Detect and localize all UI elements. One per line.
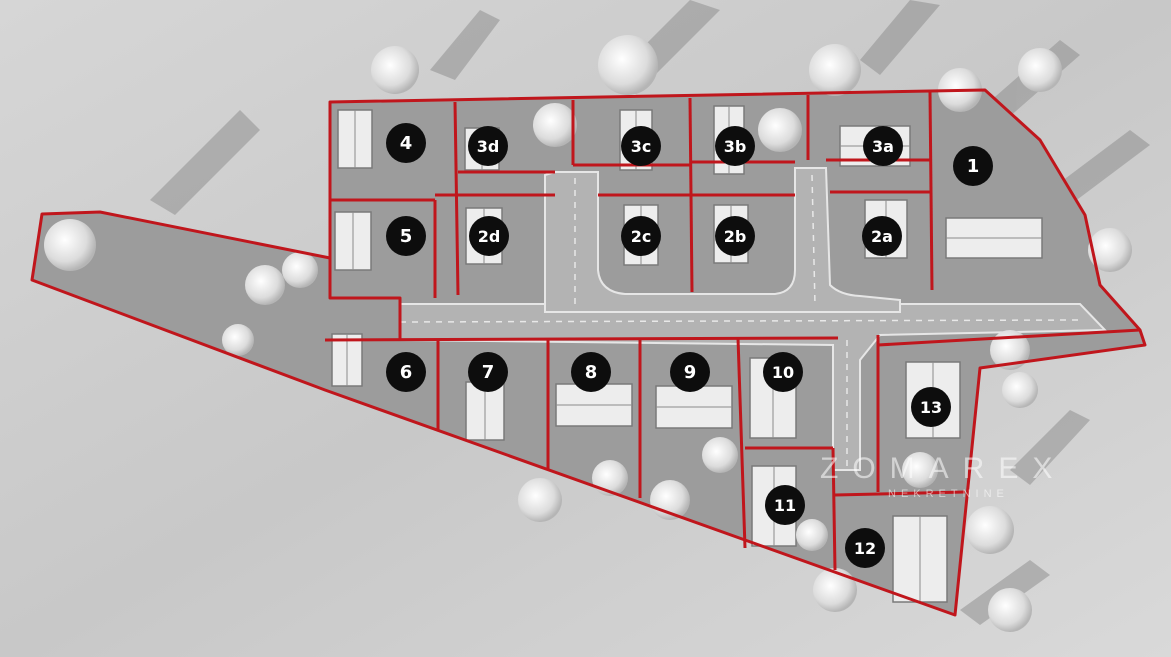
- plot-marker-3c[interactable]: 3c: [621, 126, 661, 166]
- plot-marker-2b[interactable]: 2b: [715, 216, 755, 256]
- plot-marker-label: 12: [854, 539, 876, 558]
- plot-marker-10[interactable]: 10: [763, 352, 803, 392]
- plot-markers: 1 2a 2b 2c 2d 3a 3b 3c 3d 4 5 6 7 8 9 10 11 12 13: [386, 123, 993, 568]
- plot-marker-8[interactable]: 8: [571, 352, 611, 392]
- watermark-brand: ZOMAREX: [820, 452, 1066, 485]
- plot-marker-circle: [386, 216, 426, 256]
- plot-marker-circle: [845, 528, 885, 568]
- plot-marker-label: 6: [400, 362, 413, 383]
- plot-marker-circle: [571, 352, 611, 392]
- plot-marker-7[interactable]: 7: [468, 352, 508, 392]
- plot-marker-circle: [469, 216, 509, 256]
- plot-marker-label: 2a: [871, 227, 893, 246]
- plot-marker-label: 2d: [478, 227, 501, 246]
- plot-marker-5[interactable]: 5: [386, 216, 426, 256]
- plot-marker-2c[interactable]: 2c: [621, 216, 661, 256]
- plot-marker-6[interactable]: 6: [386, 352, 426, 392]
- plot-marker-circle: [386, 352, 426, 392]
- plot-marker-label: 2c: [631, 227, 652, 246]
- plot-marker-circle: [765, 485, 805, 525]
- plot-marker-label: 13: [920, 398, 942, 417]
- plot-marker-label: 8: [585, 362, 598, 383]
- plot-marker-9[interactable]: 9: [670, 352, 710, 392]
- plot-marker-circle: [763, 352, 803, 392]
- plot-marker-2d[interactable]: 2d: [469, 216, 509, 256]
- road-centerline: [399, 174, 1081, 470]
- plot-marker-circle: [621, 216, 661, 256]
- plot-marker-circle: [468, 126, 508, 166]
- site-boundary: [30, 88, 1147, 617]
- plot-marker-circle: [953, 146, 993, 186]
- plot-marker-3b[interactable]: 3b: [715, 126, 755, 166]
- trees: [44, 35, 1132, 632]
- plot-marker-2a[interactable]: 2a: [862, 216, 902, 256]
- plot-marker-3d[interactable]: 3d: [468, 126, 508, 166]
- plot-marker-circle: [911, 387, 951, 427]
- plot-marker-label: 10: [772, 363, 794, 382]
- plot-marker-label: 2b: [724, 227, 747, 246]
- plot-marker-circle: [863, 126, 903, 166]
- plot-marker-circle: [862, 216, 902, 256]
- plot-marker-label: 3c: [631, 137, 652, 156]
- watermark: ZOMAREX NEKRETNINE: [820, 452, 1066, 500]
- plot-marker-label: 3b: [724, 137, 747, 156]
- plot-marker-label: 3d: [477, 137, 500, 156]
- plot-marker-circle: [715, 216, 755, 256]
- plot-marker-11[interactable]: 11: [765, 485, 805, 525]
- watermark-sub: NEKRETNINE: [888, 488, 1009, 500]
- plot-marker-12[interactable]: 12: [845, 528, 885, 568]
- plot-marker-circle: [621, 126, 661, 166]
- plot-marker-label: 7: [482, 362, 495, 383]
- plot-marker-13[interactable]: 13: [911, 387, 951, 427]
- plot-marker-4[interactable]: 4: [386, 123, 426, 163]
- plot-marker-label: 11: [774, 496, 796, 515]
- plot-marker-label: 9: [684, 362, 697, 383]
- plot-marker-label: 3a: [872, 137, 894, 156]
- plot-marker-label: 4: [400, 133, 413, 154]
- plot-marker-circle: [715, 126, 755, 166]
- plot-marker-label: 1: [967, 156, 980, 177]
- plot-marker-3a[interactable]: 3a: [863, 126, 903, 166]
- plot-marker-circle: [670, 352, 710, 392]
- plot-marker-circle: [386, 123, 426, 163]
- plot-marker-label: 5: [400, 226, 413, 247]
- plot-marker-1[interactable]: 1: [953, 146, 993, 186]
- plot-boundaries: [30, 88, 1147, 617]
- plot-marker-circle: [468, 352, 508, 392]
